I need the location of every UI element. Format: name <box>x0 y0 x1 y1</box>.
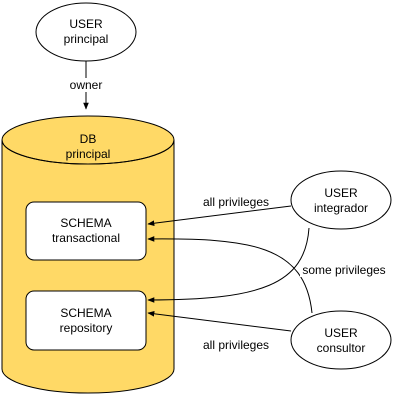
schema-repository-label-line2: repository <box>60 321 113 335</box>
user-principal-label-line2: principal <box>64 32 109 46</box>
user-principal-node[interactable]: USER principal <box>35 2 137 62</box>
user-integrador-shape <box>290 170 392 230</box>
integrador-transactional-edge-label: all privileges <box>203 195 269 209</box>
owner-edge-label: owner <box>70 78 103 92</box>
db-label-line1: DB <box>80 132 97 146</box>
integrador-transactional-edge: all privileges <box>147 195 292 226</box>
user-consultor-label-line2: consultor <box>317 341 366 355</box>
user-integrador-label-line1: USER <box>324 186 358 200</box>
consultor-repository-edge: all privileges <box>147 311 292 352</box>
user-consultor-label-line1: USER <box>324 326 358 340</box>
cross-edge-label-bg <box>300 263 388 277</box>
user-integrador-node[interactable]: USER integrador <box>290 170 392 230</box>
integrador-transactional-edge-line <box>147 205 292 226</box>
consultor-transactional-edge <box>147 236 313 314</box>
consultor-repository-edge-label: all privileges <box>203 338 269 352</box>
schema-transactional-node[interactable]: SCHEMA transactional <box>25 201 147 261</box>
db-cylinder-body <box>1 140 175 394</box>
owner-edge-label-bg <box>66 78 106 92</box>
db-cylinder-rim <box>1 139 175 165</box>
consultor-repository-edge-line <box>147 311 292 332</box>
user-principal-label-line1: USER <box>69 17 103 31</box>
integrador-repository-edge <box>147 227 310 303</box>
schema-transactional-label-line2: transactional <box>52 231 120 245</box>
schema-transactional-box <box>25 201 147 261</box>
schema-transactional-label-line1: SCHEMA <box>60 216 111 230</box>
schema-repository-node[interactable]: SCHEMA repository <box>25 290 147 351</box>
db-label-line2: principal <box>66 147 111 161</box>
schema-repository-box <box>25 290 147 351</box>
schema-repository-label-line1: SCHEMA <box>60 306 111 320</box>
user-integrador-label-line2: integrador <box>314 201 368 215</box>
cross-edge-label: some privileges <box>302 263 385 277</box>
user-consultor-shape <box>290 310 392 370</box>
user-consultor-node[interactable]: USER consultor <box>290 310 392 370</box>
owner-edge: owner <box>66 61 106 110</box>
